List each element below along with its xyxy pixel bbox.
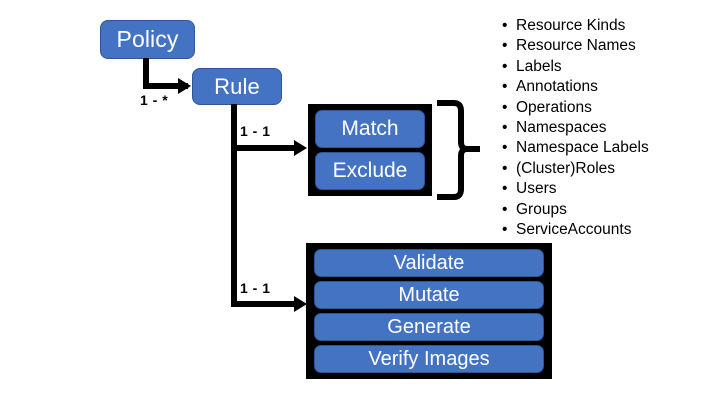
list-item-label: Labels <box>516 57 562 75</box>
node-generate-label: Generate <box>387 315 471 338</box>
node-mutate[interactable]: Mutate <box>314 281 544 309</box>
connector-policy-vertical <box>143 58 149 89</box>
list-item: • Labels <box>500 57 649 77</box>
list-item-label: Users <box>516 180 557 198</box>
selector-list: • Resource Kinds • Resource Names • Labe… <box>500 16 649 240</box>
list-item-label: Resource Names <box>516 37 636 55</box>
edge-label-policy-rule: 1 - * <box>140 92 169 108</box>
list-item-label: (Cluster)Roles <box>516 159 616 177</box>
curly-brace-icon <box>437 100 480 200</box>
node-policy[interactable]: Policy <box>100 20 195 59</box>
edge-label-rule-ruletypes: 1 - 1 <box>240 280 271 296</box>
bullet-icon: • <box>502 17 508 34</box>
node-rule[interactable]: Rule <box>192 68 282 105</box>
node-mutate-label: Mutate <box>398 283 460 306</box>
bullet-icon: • <box>502 37 508 55</box>
list-item-label: Namespace Labels <box>516 139 649 157</box>
connector-policy-horizontal <box>143 83 188 89</box>
node-validate[interactable]: Validate <box>314 249 544 277</box>
bullet-icon: • <box>502 78 508 96</box>
bullet-icon: • <box>502 98 508 116</box>
node-generate[interactable]: Generate <box>314 313 544 341</box>
connector-rule-trunk <box>231 104 237 307</box>
arrowhead-policy-to-rule <box>178 78 191 94</box>
list-item: • Groups <box>500 200 649 220</box>
node-match-label: Match <box>341 117 399 140</box>
list-item: • Resource Kinds <box>500 16 649 36</box>
group-match-exclude: Match Exclude <box>308 104 432 196</box>
list-item: • Operations <box>500 98 649 118</box>
node-exclude-label: Exclude <box>332 159 408 182</box>
list-item-label: Annotations <box>516 78 598 96</box>
bullet-icon: • <box>502 119 508 137</box>
group-rule-types: Validate Mutate Generate Verify Images <box>306 243 552 379</box>
bullet-icon: • <box>502 57 508 75</box>
edge-label-rule-match: 1 - 1 <box>240 123 271 139</box>
node-rule-label: Rule <box>214 73 260 99</box>
node-validate-label: Validate <box>393 251 465 274</box>
list-item-label: Groups <box>516 200 567 218</box>
node-match[interactable]: Match <box>315 110 425 148</box>
bullet-icon: • <box>502 159 508 177</box>
list-item-label: Resource Kinds <box>516 17 626 34</box>
list-item-label: Namespaces <box>516 119 607 137</box>
bullet-icon: • <box>502 180 508 198</box>
list-item-label: ServiceAccounts <box>516 221 632 239</box>
list-item: • Users <box>500 179 649 199</box>
bullet-icon: • <box>502 139 508 157</box>
bullet-icon: • <box>502 200 508 218</box>
bullet-icon: • <box>502 221 508 239</box>
arrowhead-rule-to-match <box>294 140 307 156</box>
list-item: • Resource Names <box>500 36 649 56</box>
connector-rule-to-match <box>231 145 299 151</box>
node-exclude[interactable]: Exclude <box>315 152 425 190</box>
list-item: • ServiceAccounts <box>500 220 649 240</box>
node-verify-images[interactable]: Verify Images <box>314 345 544 373</box>
list-item-label: Operations <box>516 98 592 116</box>
curly-brace <box>436 99 482 201</box>
connector-rule-to-ruletypes <box>231 301 299 307</box>
node-policy-label: Policy <box>116 26 179 52</box>
list-item: • Namespaces <box>500 118 649 138</box>
arrowhead-rule-to-ruletypes <box>294 296 307 312</box>
node-verify-images-label: Verify Images <box>368 347 490 370</box>
list-item: • (Cluster)Roles <box>500 159 649 179</box>
list-item: • Namespace Labels <box>500 138 649 158</box>
list-item: • Annotations <box>500 77 649 97</box>
